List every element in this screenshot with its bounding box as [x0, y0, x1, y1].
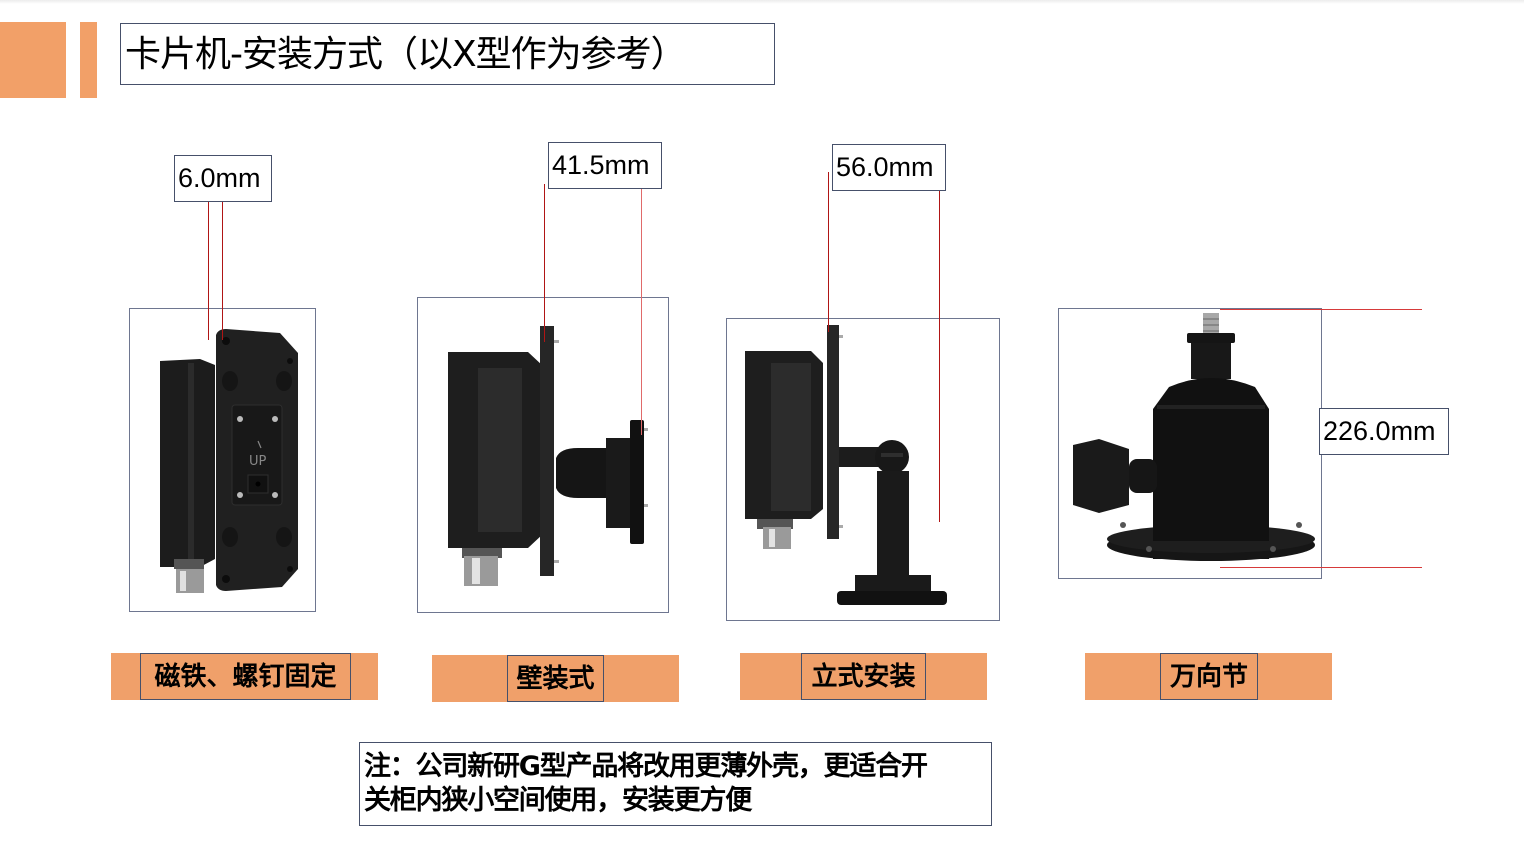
title-accent-bar — [80, 22, 97, 98]
caption-magnet-screw-bg: 磁铁、螺钉固定 — [111, 653, 378, 700]
slide-title: 卡片机-安装方式（以X型作为参考） — [120, 23, 775, 85]
caption-universal-joint: 万向节 — [1160, 653, 1258, 700]
camera-stand-mount-icon — [745, 325, 947, 605]
dimension-line-left — [828, 172, 829, 332]
image-wall-mount — [417, 297, 669, 613]
dimension-line-left — [544, 184, 545, 342]
dimension-line-top — [1220, 309, 1422, 310]
dimension-label-magnet: 6.0mm — [174, 155, 272, 202]
note-line-1: 注：公司新研G型产品将改用更薄外壳，更适合开 — [364, 751, 928, 782]
image-stand-mount — [726, 318, 1000, 621]
caption-wall-mount-bg: 壁装式 — [432, 655, 679, 702]
product-note: 注：公司新研G型产品将改用更薄外壳，更适合开 关柜内狭小空间使用，安装更方便 — [359, 742, 992, 826]
svg-text:UP: UP — [249, 454, 267, 469]
title-accent-block — [0, 22, 66, 98]
camera-rear-plate-icon: UP — [160, 329, 298, 593]
image-magnet-screw-mount: UP — [129, 308, 316, 612]
note-line-2: 关柜内狭小空间使用，安装更方便 — [364, 785, 752, 816]
dimension-line-right — [641, 167, 642, 435]
caption-wall-mount: 壁装式 — [507, 655, 604, 702]
caption-stand-mount: 立式安装 — [801, 653, 926, 700]
dimension-line-bottom — [1220, 567, 1422, 568]
dimension-line-right — [222, 190, 223, 340]
dimension-label-universal: 226.0mm — [1319, 408, 1449, 455]
dimension-label-wall: 41.5mm — [548, 142, 662, 189]
camera-wall-mount-icon — [448, 326, 648, 586]
caption-universal-joint-bg: 万向节 — [1085, 653, 1332, 700]
dimension-line-right — [939, 170, 940, 522]
ball-head-icon — [1073, 313, 1315, 561]
image-universal-joint — [1058, 308, 1322, 579]
dimension-line-left — [208, 190, 209, 340]
dimension-label-stand: 56.0mm — [832, 144, 946, 191]
top-edge-shadow — [0, 0, 1524, 4]
caption-stand-mount-bg: 立式安装 — [740, 653, 987, 700]
caption-magnet-screw: 磁铁、螺钉固定 — [140, 653, 351, 700]
